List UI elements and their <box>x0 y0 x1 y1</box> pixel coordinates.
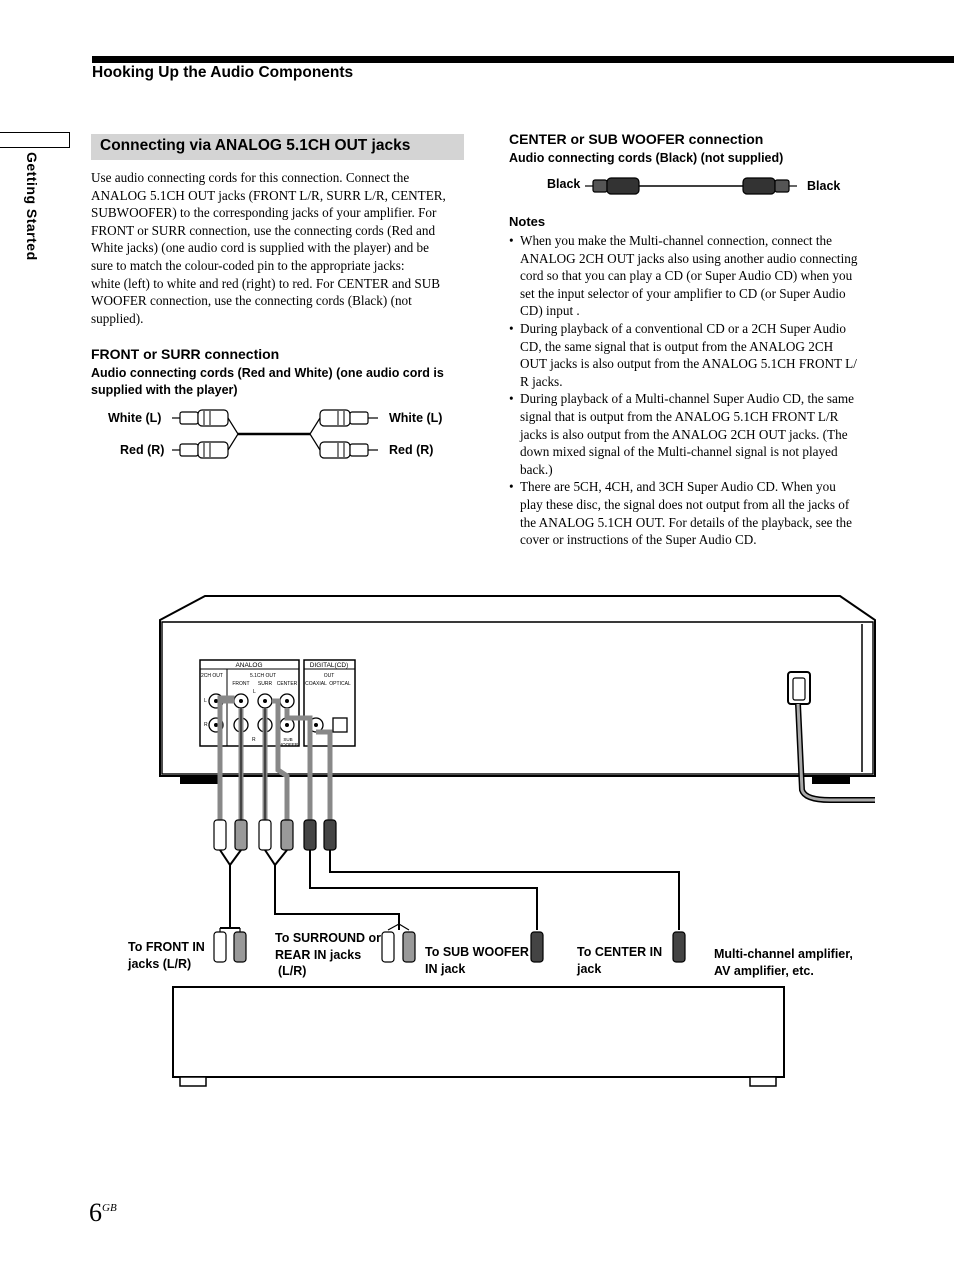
black-cord-illustration <box>585 177 797 195</box>
panel-digital-label: DIGITAL(CD) <box>310 662 349 669</box>
note-line: There are 5CH, 4CH, and 3CH Super Audio … <box>520 479 836 495</box>
side-tab-label: Getting Started <box>24 152 40 261</box>
note-line: CD, the same signal that is output from … <box>520 338 834 354</box>
white-l-label-right: White (L) <box>389 411 443 425</box>
note-line: cover or instructions of the Super Audio… <box>520 532 757 548</box>
body-line: WOOFER connection, use the connecting co… <box>91 293 412 309</box>
panel-l-label: L <box>204 698 207 704</box>
subheading-line: Audio connecting cords (Red and White) (… <box>91 366 444 380</box>
note-line: jacks is also output from the ANALOG 2CH… <box>520 426 848 442</box>
amplifier-box <box>172 986 785 1087</box>
body-line: ANALOG 5.1CH OUT jacks (FRONT L/R, SURR … <box>91 187 446 203</box>
amplifier-label: Multi-channel amplifier, AV amplifier, e… <box>714 946 853 979</box>
body-line: Use audio connecting cords for this conn… <box>91 170 410 185</box>
note-item: There are 5CH, 4CH, and 3CH Super Audio … <box>509 478 889 548</box>
rca-stereo-cord-illustration <box>172 409 378 459</box>
label-line: jacks (L/R) <box>128 956 192 971</box>
body-line: White jacks) (one audio cord is supplied… <box>91 240 430 256</box>
to-center-label: To CENTER IN jack <box>577 944 662 977</box>
panel-out-label: OUT <box>324 673 335 679</box>
panel-center-label: CENTER <box>277 681 298 687</box>
label-line: Multi-channel amplifier, <box>714 947 853 961</box>
notes-heading: Notes <box>509 214 546 229</box>
panel-front-label: FRONT <box>232 681 249 687</box>
note-line: cord so that you can play a CD (or Super… <box>520 268 853 284</box>
note-line: OUT jacks is also output from the ANALOG… <box>520 356 857 372</box>
rca-plugs-top <box>213 819 337 851</box>
body-line: SUBWOOFER) to the corresponding jacks of… <box>91 205 437 221</box>
page-number: 6GB <box>89 1198 117 1228</box>
note-item: During playback of a conventional CD or … <box>509 320 889 390</box>
panel-l-label-mid: L <box>253 689 256 695</box>
page-number-digit: 6 <box>89 1198 102 1227</box>
front-surr-subheading: Audio connecting cords (Red and White) (… <box>91 365 444 398</box>
panel-sub-label: SUB <box>283 737 292 742</box>
note-line: During playback of a Multi-channel Super… <box>520 391 855 407</box>
white-l-label-left: White (L) <box>108 411 162 425</box>
note-line: R jacks. <box>520 373 563 389</box>
panel-optical-label: OPTICAL <box>329 681 351 687</box>
panel-51ch-label: 5.1CH OUT <box>250 673 276 679</box>
label-line: To SURROUND or <box>275 931 382 945</box>
section-body: Use audio connecting cords for this conn… <box>91 169 471 327</box>
note-line: ANALOG 2CH OUT jacks also using another … <box>520 250 858 266</box>
body-line: FRONT or SURR connection, use the connec… <box>91 222 436 238</box>
center-sub-heading: CENTER or SUB WOOFER connection <box>509 131 764 147</box>
note-line: During playback of a conventional CD or … <box>520 320 846 336</box>
red-r-label-right: Red (R) <box>389 443 434 457</box>
label-line: To FRONT IN <box>128 940 205 954</box>
side-tab-marker <box>0 132 70 148</box>
note-line: back.) <box>520 461 553 477</box>
body-line: supplied). <box>91 310 144 326</box>
label-line: To SUB WOOFER <box>425 945 529 959</box>
power-cord <box>787 671 875 803</box>
to-surround-label: To SURROUND or REAR IN jacks (L/R) <box>275 930 381 980</box>
connection-diagram: ANALOG DIGITAL(CD) 2CH OUT 5.1CH OUT FRO… <box>159 595 876 1087</box>
note-item: During playback of a Multi-channel Super… <box>509 390 889 478</box>
header-rule <box>92 56 954 63</box>
label-line: jack <box>577 961 602 976</box>
to-front-label: To FRONT IN jacks (L/R) <box>128 939 205 972</box>
subheading-line: supplied with the player) <box>91 382 238 397</box>
note-line: set the input selector of your amplifier… <box>520 285 846 301</box>
page-header-title: Hooking Up the Audio Components <box>92 64 354 81</box>
player-cords-outline <box>240 708 266 820</box>
section-title: Connecting via ANALOG 5.1CH OUT jacks <box>100 137 411 154</box>
label-line: AV amplifier, etc. <box>714 963 814 978</box>
label-line: IN jack <box>425 961 466 976</box>
to-sub-woofer-label: To SUB WOOFER IN jack <box>425 944 529 977</box>
notes-list: When you make the Multi-channel connecti… <box>509 232 889 549</box>
note-line: When you make the Multi-channel connecti… <box>520 233 832 248</box>
note-item: When you make the Multi-channel connecti… <box>509 232 889 320</box>
black-label-left: Black <box>547 177 581 191</box>
panel-r-label-mid: R <box>252 737 256 743</box>
panel-r-label: R <box>204 722 208 728</box>
label-line: (L/R) <box>278 964 307 978</box>
note-line: down mixed signal of the Multi-channel s… <box>520 444 838 460</box>
cords-to-amplifier <box>219 849 680 930</box>
panel-woofer-label: WOOFER <box>278 742 299 747</box>
note-line: the ANALOG 5.1CH OUT. For details of the… <box>520 514 852 530</box>
label-line: REAR IN jacks <box>275 947 362 962</box>
rca-plugs-bottom <box>213 923 686 963</box>
body-line: white (left) to white and red (right) to… <box>91 275 441 291</box>
black-label-right: Black <box>807 179 841 193</box>
section-title-box <box>91 134 464 160</box>
front-surr-heading: FRONT or SURR connection <box>91 346 280 362</box>
panel-surr-label: SURR <box>258 681 273 687</box>
panel-2ch-label: 2CH OUT <box>201 673 223 679</box>
panel-coaxial-label: COAXIAL <box>305 681 327 687</box>
note-line: CD) input . <box>520 303 580 319</box>
body-line: sure to match the colour-coded pin to th… <box>91 257 405 273</box>
page-number-suffix: GB <box>102 1202 117 1214</box>
label-line: To CENTER IN <box>577 945 663 959</box>
red-r-label-left: Red (R) <box>120 443 165 457</box>
center-sub-subheading: Audio connecting cords (Black) (not supp… <box>509 151 784 165</box>
note-line: signal that is output from the ANALOG 5.… <box>520 408 839 424</box>
note-line: play these disc, the signal does not out… <box>520 496 850 512</box>
panel-analog-label: ANALOG <box>235 662 262 669</box>
